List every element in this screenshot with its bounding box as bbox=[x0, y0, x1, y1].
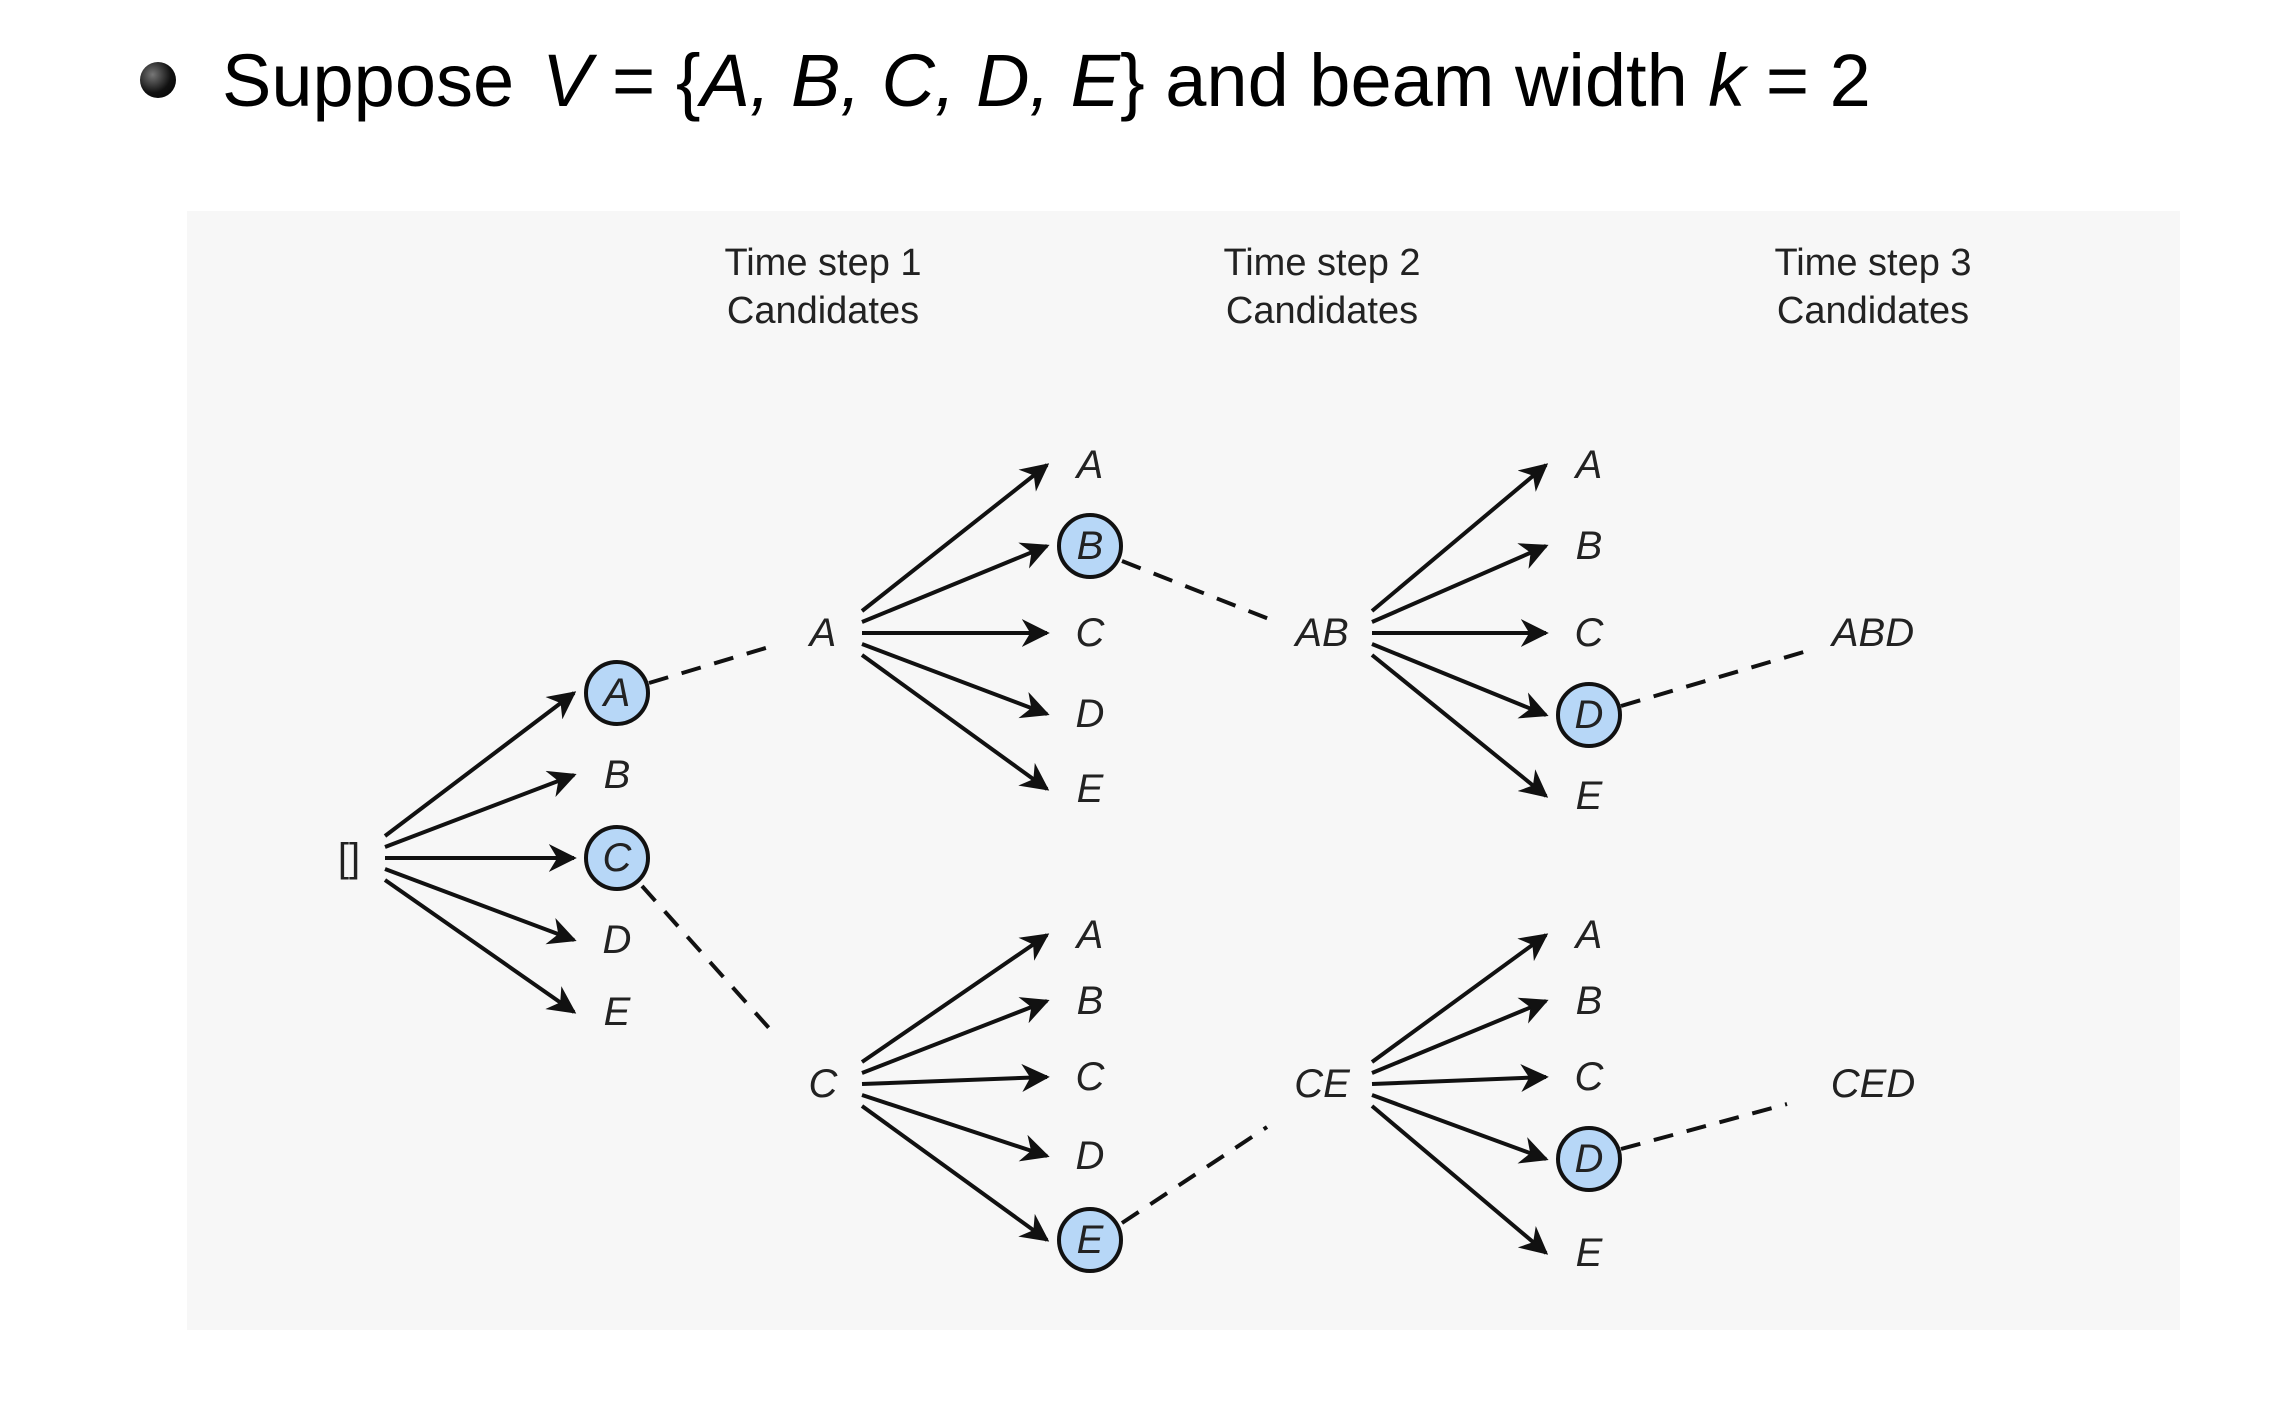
time-step-2-title: Time step 2 bbox=[1223, 242, 1420, 284]
equals-sign-1: = bbox=[591, 38, 676, 122]
root-arrow-1 bbox=[384, 770, 577, 849]
dash-D-to-ABD bbox=[1620, 649, 1808, 708]
bullet-line: Suppose V = { A, B, C, D, E } and beam w… bbox=[140, 30, 1871, 130]
step3-candidate-AB-B: B bbox=[1576, 524, 1603, 568]
step3-candidate-CE-B: B bbox=[1576, 979, 1603, 1023]
step3-candidate-AB-A: A bbox=[1574, 443, 1603, 487]
step1-prefix-A: A bbox=[808, 611, 837, 655]
step3-arrow-AB-4 bbox=[1370, 653, 1549, 798]
step2-arrow-A-1 bbox=[861, 542, 1050, 624]
step2-candidate-C-E: E bbox=[1077, 1218, 1105, 1262]
step3-arrow-CE-1 bbox=[1371, 997, 1549, 1075]
bullet-icon bbox=[140, 62, 176, 98]
time-step-1-subtitle: Candidates bbox=[727, 290, 919, 332]
final-sequence-CED: CED bbox=[1831, 1062, 1915, 1106]
step1-candidate-E: E bbox=[604, 990, 632, 1034]
step2-candidate-A-C: C bbox=[1076, 611, 1106, 655]
root-arrow-0 bbox=[383, 691, 577, 838]
step3-candidate-CE-A: A bbox=[1574, 913, 1603, 957]
step2-arrow-C-2 bbox=[861, 1063, 1050, 1092]
step3-arrow-CE-4 bbox=[1370, 1104, 1549, 1255]
step2-candidate-C-C: C bbox=[1076, 1055, 1106, 1099]
step2-candidate-C-D: D bbox=[1076, 1134, 1105, 1178]
step2-arrow-A-0 bbox=[860, 463, 1050, 613]
dash-D-to-CED bbox=[1620, 1102, 1788, 1151]
final-sequence-ABD: ABD bbox=[1830, 611, 1914, 655]
dash-E-to-prefix-CE bbox=[1120, 1125, 1269, 1225]
step2-arrow-A-4 bbox=[860, 653, 1050, 791]
step1-candidate-A: A bbox=[602, 671, 631, 715]
step3-candidate-CE-E: E bbox=[1576, 1231, 1604, 1275]
time-step-3-title: Time step 3 bbox=[1774, 242, 1971, 284]
step3-candidate-AB-D: D bbox=[1575, 693, 1604, 737]
step3-candidate-AB-C: C bbox=[1575, 611, 1605, 655]
dash-C-to-prefix-C bbox=[640, 884, 779, 1039]
step3-selected-circle-ABD bbox=[1556, 682, 1622, 748]
step2-candidate-C-A: A bbox=[1075, 913, 1104, 957]
step2-candidate-A-D: D bbox=[1076, 692, 1105, 736]
step2-arrow-C-1 bbox=[861, 997, 1050, 1075]
step2-arrow-C-3 bbox=[861, 1093, 1050, 1162]
step2-candidate-C-B: B bbox=[1077, 979, 1104, 1023]
time-step-1-title: Time step 1 bbox=[724, 242, 921, 284]
step2-candidate-A-E: E bbox=[1077, 767, 1105, 811]
dash-A-to-prefix-A bbox=[648, 642, 780, 685]
step1-selected-circle-A bbox=[584, 660, 650, 726]
step2-candidate-A-B: B bbox=[1077, 524, 1104, 568]
step2-arrow-C-0 bbox=[860, 933, 1050, 1064]
time-step-3-subtitle: Candidates bbox=[1777, 290, 1969, 332]
set-open-brace: { bbox=[675, 38, 701, 122]
root-empty-sequence: [] bbox=[338, 836, 360, 880]
step3-candidate-CE-C: C bbox=[1575, 1055, 1605, 1099]
step3-candidate-CE-D: D bbox=[1575, 1137, 1604, 1181]
step1-candidate-B: B bbox=[604, 753, 631, 797]
step3-arrow-CE-2 bbox=[1371, 1064, 1549, 1093]
vocab-set-items: A, B, C, D, E bbox=[700, 38, 1120, 122]
step2-selected-circle-AB bbox=[1057, 513, 1123, 579]
equals-sign-2: = bbox=[1745, 38, 1830, 122]
beam-width-text: and beam width bbox=[1144, 38, 1709, 122]
suppose-word: Suppose bbox=[222, 38, 515, 122]
step2-arrow-A-3 bbox=[861, 642, 1050, 719]
vocab-symbol: V bbox=[542, 38, 592, 122]
time-step-2-subtitle: Candidates bbox=[1226, 290, 1418, 332]
step2-selected-circle-CE bbox=[1057, 1207, 1123, 1273]
step3-arrow-AB-0 bbox=[1370, 463, 1549, 613]
dash-B-to-prefix-AB bbox=[1121, 559, 1275, 623]
beam-symbol: k bbox=[1708, 38, 1746, 122]
step3-arrow-AB-3 bbox=[1371, 642, 1549, 719]
step1-candidate-D: D bbox=[603, 918, 632, 962]
step3-arrow-CE-3 bbox=[1371, 1093, 1549, 1164]
step1-candidate-C: C bbox=[603, 836, 633, 880]
beam-width-value: 2 bbox=[1829, 38, 1871, 122]
step1-selected-circle-C bbox=[584, 825, 650, 891]
step2-candidate-A-A: A bbox=[1075, 443, 1104, 487]
step3-arrow-AB-1 bbox=[1371, 543, 1549, 624]
step2-prefix-AB: AB bbox=[1293, 611, 1348, 655]
beam-search-diagram-panel: Time step 1 Candidates Time step 2 Candidat… bbox=[187, 211, 2180, 1330]
step3-selected-circle-CED bbox=[1556, 1126, 1622, 1192]
beam-search-tree: Time step 1 Candidates Time step 2 Candidat… bbox=[338, 242, 1972, 1275]
step2-arrow-C-4 bbox=[860, 1104, 1050, 1242]
step3-arrow-CE-0 bbox=[1370, 933, 1549, 1064]
set-close-brace: } bbox=[1120, 38, 1145, 122]
root-arrow-3 bbox=[384, 867, 577, 945]
step1-prefix-C: C bbox=[809, 1062, 839, 1106]
root-arrow-4 bbox=[383, 878, 577, 1014]
step3-candidate-AB-E: E bbox=[1576, 774, 1604, 818]
step2-prefix-CE: CE bbox=[1294, 1062, 1351, 1106]
